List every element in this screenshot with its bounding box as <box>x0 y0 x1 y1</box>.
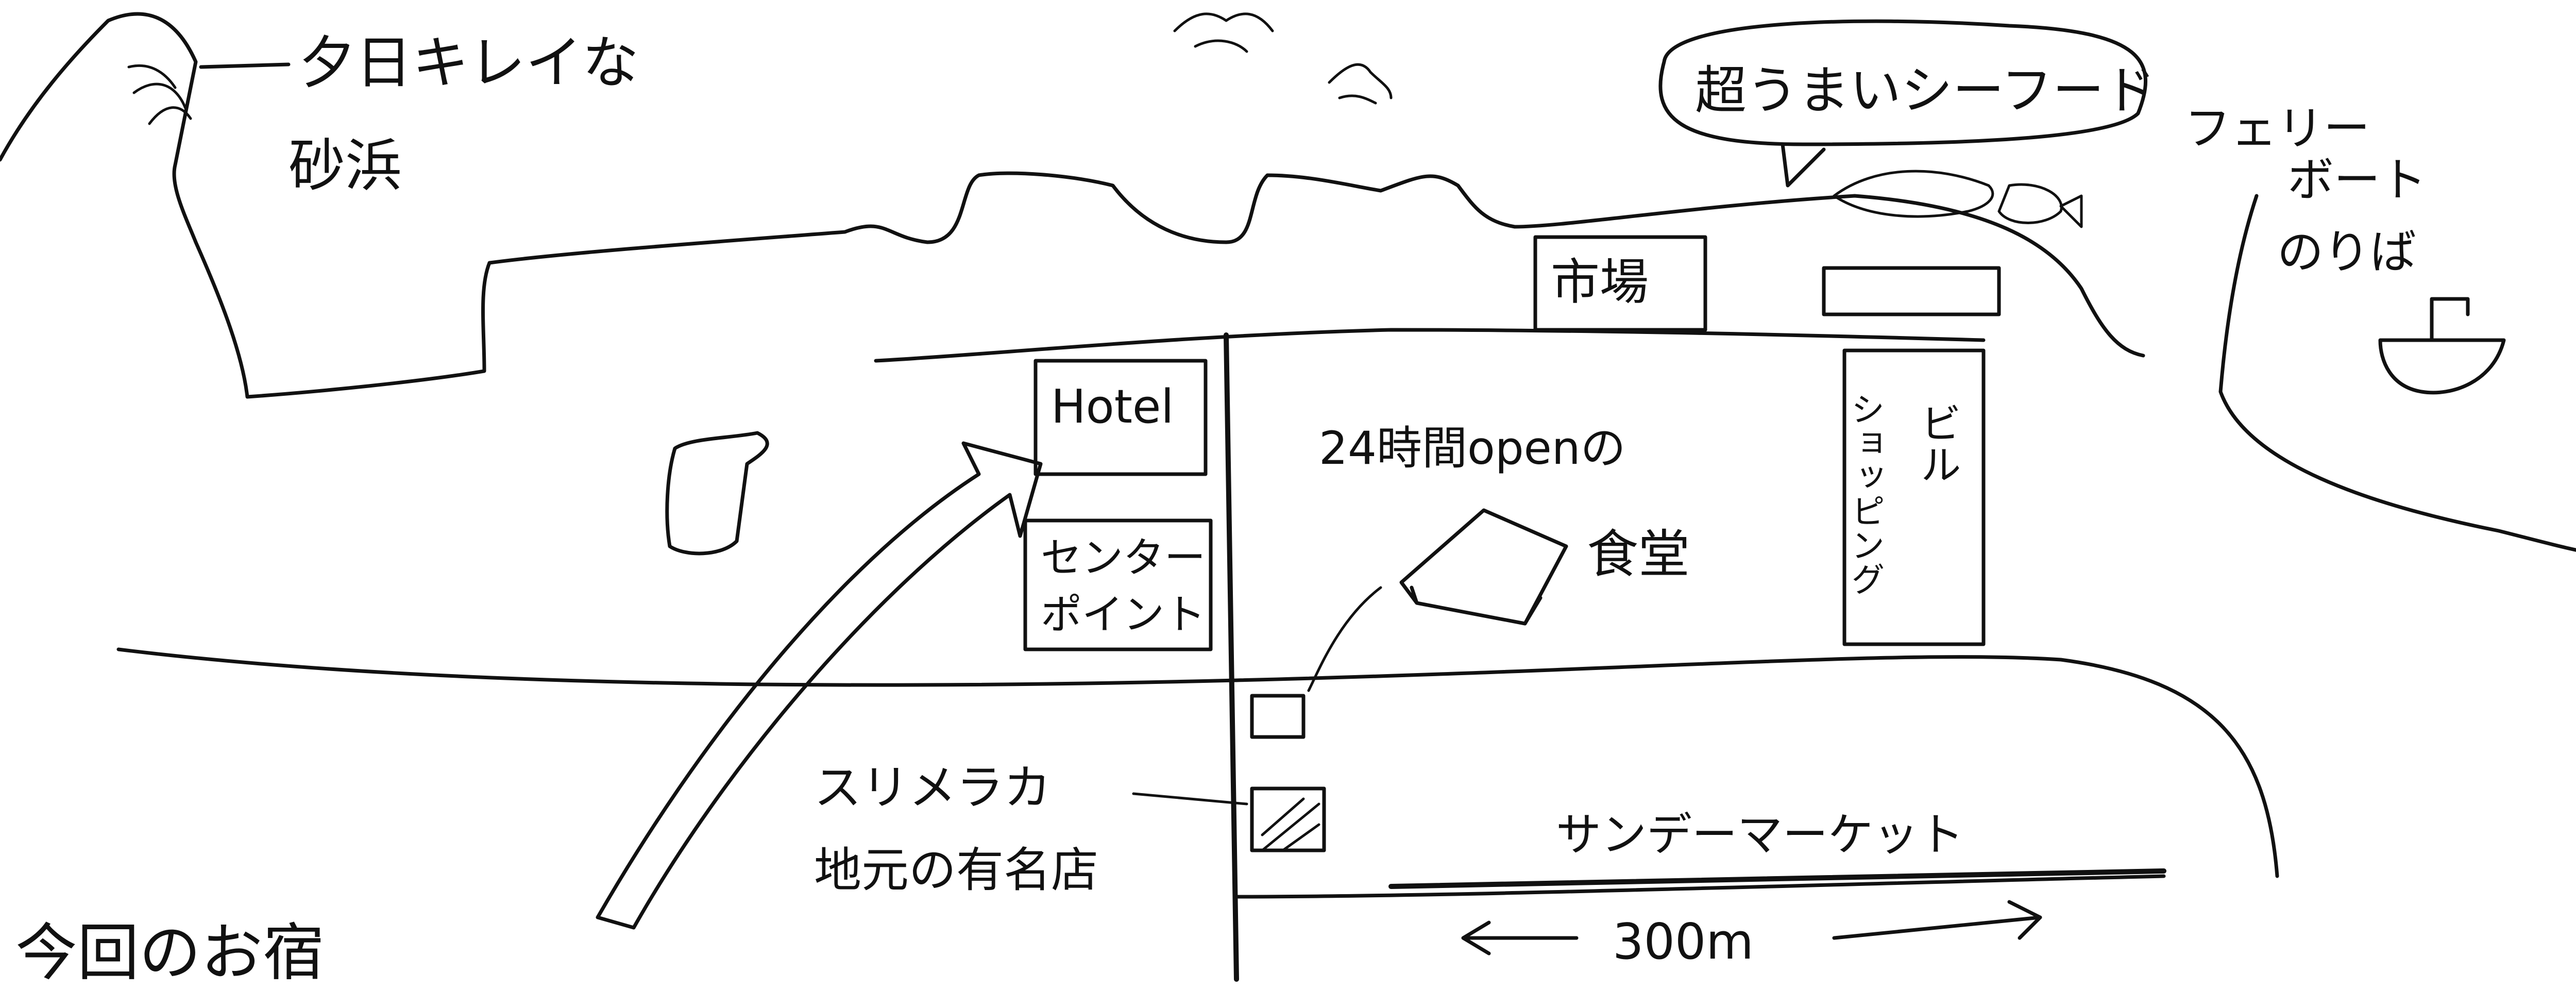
sri-melaka-shop <box>1250 786 1326 852</box>
shopping-building-label: ビル <box>1913 402 1961 484</box>
fish-icon <box>1833 170 2083 228</box>
street-vertical <box>1224 332 1239 982</box>
sri-melaka-hatch <box>1261 797 1320 852</box>
sunset-beach-label: 夕日キレイな <box>299 30 639 96</box>
sunday-market-label: サンデーマーケット <box>1556 808 1964 861</box>
street-main <box>116 647 2279 878</box>
coastline <box>0 12 2145 399</box>
diner-label: 食堂 <box>1587 524 1690 584</box>
street-south <box>1234 874 2166 899</box>
ferry-label: フェリー <box>2184 102 2370 156</box>
shopping-building-box <box>1842 348 1986 646</box>
diner-label: 24時間openの <box>1319 422 1626 475</box>
route-arrow <box>596 441 1043 930</box>
seafood-label: 超うまいシーフード <box>1695 60 2156 121</box>
center-point-label: ポイント <box>1041 591 1206 639</box>
beach-building <box>665 431 769 556</box>
local-famous-shop-label: 地元の有名店 <box>814 843 1098 898</box>
seafood-building <box>1822 266 2001 316</box>
bird-icon <box>1173 12 1274 53</box>
beach-hatch <box>127 64 192 125</box>
ferry-label: のりば <box>2277 225 2416 279</box>
distance-label: 300m <box>1613 914 1754 970</box>
seafood-bubble <box>1658 19 2148 188</box>
ferry-boat-icon <box>2378 297 2506 395</box>
market-box <box>1533 235 1707 332</box>
distance-arrow-left <box>1461 920 1579 956</box>
coastline-east <box>2218 194 2576 552</box>
sunset-beach-label: 砂浜 <box>289 133 402 199</box>
ferry-label: ボート <box>2287 153 2427 207</box>
bird-icon <box>1328 63 1393 105</box>
street-north <box>874 328 1986 363</box>
distance-arrow-right <box>1832 900 2042 940</box>
shopping-building-label: ショッピング <box>1845 392 1885 596</box>
hotel-label: Hotel <box>1051 380 1174 434</box>
sri-melaka-label: スリメラカ <box>814 760 1051 815</box>
beach-pointer <box>199 62 291 69</box>
diner-building <box>1399 508 1568 626</box>
our-hotel-label: 今回のお宿 <box>15 917 325 989</box>
center-point-box <box>1023 518 1213 651</box>
street-south-double <box>1388 868 2166 889</box>
shop-box <box>1250 694 1306 739</box>
center-point-label: センター <box>1041 534 1206 582</box>
market-label: 市場 <box>1551 254 1649 311</box>
diner-pointer <box>1307 586 1382 692</box>
sri-melaka-pointer <box>1132 792 1248 806</box>
hotel-box <box>1033 359 1208 476</box>
